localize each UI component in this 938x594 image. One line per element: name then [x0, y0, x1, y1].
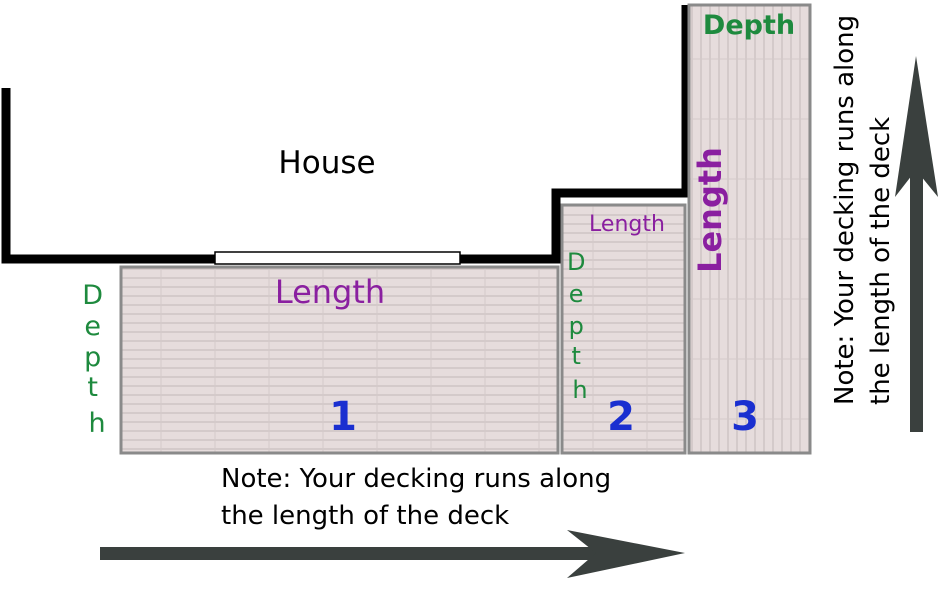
depth-1-char-2: p — [84, 342, 101, 373]
deck-2-depth-label: D e p t h — [567, 248, 593, 404]
deck-3-depth-label: Depth — [703, 10, 795, 41]
depth-1-char-1: e — [84, 311, 101, 342]
depth-2-char-0: D — [567, 248, 585, 276]
right-note-line-2: the length of the deck — [866, 117, 896, 405]
bottom-note: Note: Your decking runs along the length… — [221, 464, 619, 531]
deck-3: Depth Length 3 — [687, 3, 812, 455]
deck-1-depth-label: D e p t h — [82, 280, 111, 439]
deck-2: Length 2 — [560, 203, 687, 455]
depth-2-char-2: p — [569, 312, 584, 340]
deck-3-number: 3 — [731, 394, 759, 440]
deck-1: Length 1 — [119, 265, 560, 455]
bottom-note-line-1: Note: Your decking runs along — [221, 464, 611, 494]
depth-1-char-3: t — [87, 372, 98, 403]
depth-1-char-0: D — [82, 280, 103, 311]
deck-3-length-label: Length — [691, 147, 729, 273]
depth-2-char-4: h — [572, 376, 587, 404]
deck-2-length-label: Length — [589, 212, 665, 237]
house-label: House — [278, 145, 375, 181]
deck-1-length-label: Length — [275, 273, 385, 311]
right-note-line-1: Note: Your decking runs along — [830, 15, 860, 405]
bottom-note-line-2: the length of the deck — [221, 501, 509, 531]
horizontal-arrow-icon — [100, 530, 685, 578]
depth-2-char-3: t — [571, 342, 580, 370]
depth-1-char-4: h — [88, 408, 105, 439]
house-door — [214, 251, 461, 265]
house-wall — [1, 5, 691, 264]
deck-2-number: 2 — [607, 394, 635, 440]
right-note: Note: Your decking runs along the length… — [830, 7, 896, 405]
deck-1-number: 1 — [329, 394, 357, 440]
depth-2-char-1: e — [569, 280, 584, 308]
vertical-arrow-icon — [895, 56, 938, 432]
